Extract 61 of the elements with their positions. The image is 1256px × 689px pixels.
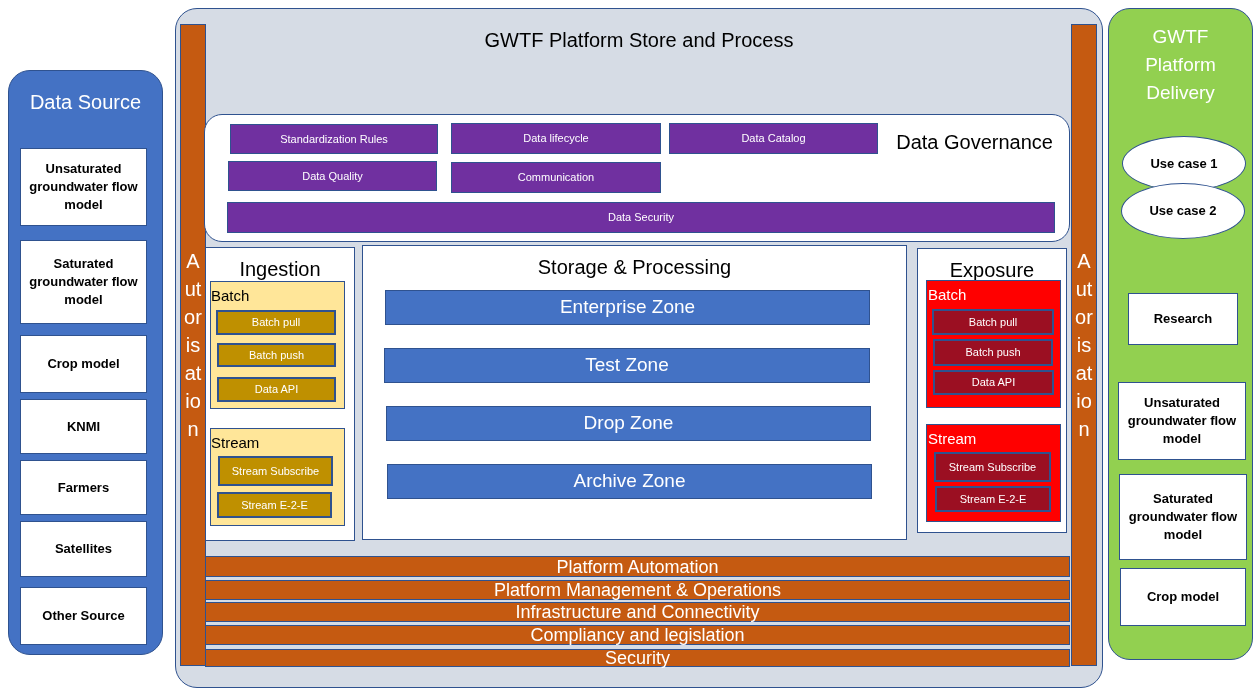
panel-title: Batch bbox=[928, 287, 967, 302]
platform-band: Compliancy and legislation bbox=[205, 625, 1070, 645]
exposure-group bbox=[926, 424, 1061, 522]
exposure-box: Batch push bbox=[933, 339, 1053, 366]
governance-box: Data Catalog bbox=[669, 123, 878, 154]
section-panel bbox=[362, 245, 907, 540]
zone-bar: Archive Zone bbox=[387, 464, 872, 499]
exposure-box: Data API bbox=[933, 370, 1054, 395]
batch-group bbox=[210, 428, 345, 526]
exposure-box: Batch pull bbox=[932, 309, 1054, 335]
section-panel bbox=[205, 247, 355, 541]
delivery-box: Unsaturated groundwater flow model bbox=[1118, 382, 1246, 460]
platform-panel bbox=[175, 8, 1103, 688]
governance-box: Communication bbox=[451, 162, 661, 193]
source-box: Unsaturated groundwater flow model bbox=[20, 148, 147, 226]
exposure-group bbox=[926, 280, 1061, 408]
panel-title: Ingestion bbox=[238, 257, 322, 282]
ingestion-box: Batch pull bbox=[216, 310, 336, 335]
platform-band: Platform Management & Operations bbox=[205, 580, 1070, 600]
governance-box: Data Security bbox=[227, 202, 1055, 233]
panel-title: Exposure bbox=[948, 258, 1036, 283]
source-box: Other Source bbox=[20, 587, 147, 645]
ingestion-box: Stream Subscribe bbox=[218, 456, 333, 486]
ingestion-box: Batch push bbox=[217, 343, 336, 367]
delivery-box: Research bbox=[1128, 293, 1238, 345]
panel-title: Data Source bbox=[28, 90, 143, 115]
ingestion-box: Data API bbox=[217, 377, 336, 402]
delivery-panel bbox=[1108, 8, 1253, 660]
panel-title: GWTF Platform Store and Process bbox=[483, 28, 795, 53]
zone-bar: Test Zone bbox=[384, 348, 870, 383]
delivery-box: Crop model bbox=[1120, 568, 1246, 626]
zone-bar: Enterprise Zone bbox=[385, 290, 870, 325]
platform-band: Security bbox=[205, 649, 1070, 667]
panel-title: GWTF Platform Delivery bbox=[1144, 25, 1217, 105]
source-panel bbox=[8, 70, 163, 655]
exposure-box: Stream E-2-E bbox=[935, 486, 1051, 512]
use-case-ellipse: Use case 2 bbox=[1121, 183, 1245, 239]
section-panel bbox=[917, 248, 1067, 533]
source-box: KNMI bbox=[20, 399, 147, 454]
source-box: Satellites bbox=[20, 521, 147, 577]
ingestion-box: Stream E-2-E bbox=[217, 492, 332, 518]
governance-box: Standardization Rules bbox=[230, 124, 438, 154]
panel-title: Data Governance bbox=[896, 130, 1053, 155]
delivery-box: Saturated groundwater flow model bbox=[1119, 474, 1247, 560]
batch-group bbox=[210, 281, 345, 409]
authorisation-bar: Autorisation bbox=[1071, 24, 1097, 666]
source-box: Saturated groundwater flow model bbox=[20, 240, 147, 324]
panel-title: Stream bbox=[211, 435, 260, 450]
platform-band: Platform Automation bbox=[205, 556, 1070, 577]
source-box: Farmers bbox=[20, 460, 147, 515]
panel-title: Stream bbox=[928, 431, 977, 446]
panel-title: Batch bbox=[211, 288, 250, 303]
authorisation-bar: Autorisation bbox=[180, 24, 206, 666]
governance-box: Data Quality bbox=[228, 161, 437, 191]
panel-title: Storage & Processing bbox=[536, 255, 733, 280]
governance-panel bbox=[204, 114, 1070, 242]
zone-bar: Drop Zone bbox=[386, 406, 871, 441]
governance-box: Data lifecycle bbox=[451, 123, 661, 154]
source-box: Crop model bbox=[20, 335, 147, 393]
exposure-box: Stream Subscribe bbox=[934, 452, 1051, 482]
platform-band: Infrastructure and Connectivity bbox=[205, 602, 1070, 622]
